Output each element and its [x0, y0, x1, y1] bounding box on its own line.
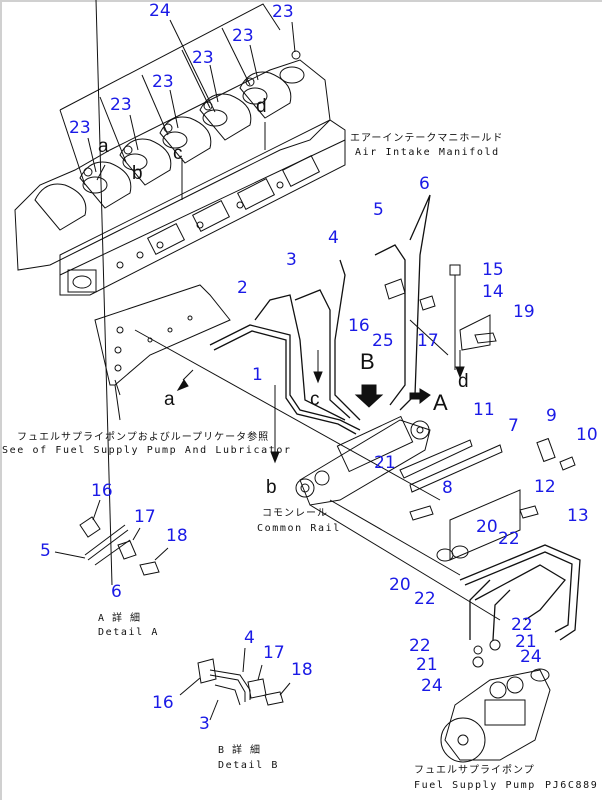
part-callout-20: 20	[476, 517, 498, 537]
reference-arrows	[96, 122, 465, 464]
part-callout-4: 4	[328, 228, 339, 248]
part-callout-24: 24	[149, 1, 171, 21]
callout-bracket-lines	[59, 3, 296, 186]
detail-b-callout-4: 4	[244, 628, 255, 648]
air-intake-manifold	[59, 119, 346, 296]
part-callout-23: 23	[192, 48, 214, 68]
rail-bracket-parts	[384, 264, 576, 561]
ref-letter-c: c	[173, 143, 183, 164]
detail-a-callout-18: 18	[166, 526, 188, 546]
drawing-code: PJ6C889	[545, 780, 599, 791]
part-callout-1: 1	[252, 365, 263, 385]
part-callout-15: 15	[482, 260, 504, 280]
part-callout-17: 17	[417, 331, 439, 351]
part-callout-23: 23	[152, 72, 174, 92]
air-intake-manifold-caption-jp: エアーインテークマニホールド	[350, 133, 504, 144]
part-callout-22: 22	[511, 615, 533, 635]
part-callout-24: 24	[421, 676, 443, 696]
ref-letter-a: a	[98, 136, 109, 157]
part-callout-25: 25	[372, 331, 394, 351]
ref-letter-c: c	[310, 389, 320, 410]
cylinder-head-assembly	[14, 50, 331, 271]
fuel-supply-pump-caption-jp: フュエルサプライポンプ	[414, 765, 535, 776]
see-fuel-pump-caption-jp: フュエルサプライポンプおよびループリケータ参照	[17, 432, 270, 443]
detail-a-callout-6: 6	[111, 582, 122, 602]
ref-letter-d: d	[458, 371, 469, 392]
part-callout-22: 22	[414, 589, 436, 609]
air-intake-manifold-caption-en: Air Intake Manifold	[355, 147, 500, 158]
view-label-B: B	[360, 349, 375, 374]
detail-a-callout-17: 17	[134, 507, 156, 527]
part-callout-11: 11	[473, 400, 495, 420]
part-callout-23: 23	[69, 118, 91, 138]
part-callout-23: 23	[232, 26, 254, 46]
part-callout-22: 22	[409, 636, 431, 656]
detail-a-drawing	[54, 0, 169, 586]
part-callout-20: 20	[389, 575, 411, 595]
part-callout-24: 24	[520, 647, 542, 667]
ref-letter-b: b	[132, 163, 143, 184]
part-callout-10: 10	[576, 425, 598, 445]
part-callout-8: 8	[442, 478, 453, 498]
part-callout-23: 23	[272, 2, 294, 22]
detail-b-callout-17: 17	[263, 643, 285, 663]
ref-letter-d: d	[256, 96, 267, 117]
fuel-injection-pipes	[209, 194, 431, 435]
part-callout-9: 9	[546, 406, 557, 426]
detail-b-drawing	[179, 647, 291, 721]
common-rail-caption-en: Common Rail	[257, 523, 341, 534]
part-callout-2: 2	[237, 278, 248, 298]
part-callout-5: 5	[373, 200, 384, 220]
detail-b-callout-18: 18	[291, 660, 313, 680]
part-callout-13: 13	[567, 506, 589, 526]
part-callout-14: 14	[482, 282, 504, 302]
detail-b-caption-jp: B 詳 細	[218, 745, 262, 756]
part-callout-22: 22	[498, 529, 520, 549]
part-callout-21: 21	[416, 655, 438, 675]
pump-bracket-plate	[94, 284, 441, 501]
fuel-supply-pump-caption-en: Fuel Supply Pump	[414, 780, 536, 791]
part-callout-12: 12	[534, 477, 556, 497]
detail-a-callout-5: 5	[40, 541, 51, 561]
detail-a-caption-en: Detail A	[98, 627, 159, 638]
detail-b-callout-3: 3	[199, 714, 210, 734]
detail-a-caption-jp: A 詳 細	[98, 613, 142, 624]
part-callout-3: 3	[286, 250, 297, 270]
view-label-A: A	[433, 390, 448, 415]
part-callout-21: 21	[374, 453, 396, 473]
ref-letter-a: a	[164, 389, 175, 410]
part-callout-23: 23	[110, 95, 132, 115]
part-callout-7: 7	[508, 416, 519, 436]
fuel-supply-pump	[440, 668, 551, 763]
common-rail	[295, 415, 501, 621]
ref-letter-b: b	[266, 477, 277, 498]
part-callout-21: 21	[515, 632, 537, 652]
part-callout-16: 16	[348, 316, 370, 336]
part-callout-6: 6	[419, 174, 430, 194]
see-fuel-pump-caption-en: See of Fuel Supply Pump And Lubricator	[2, 445, 292, 456]
pump-delivery-pipes	[459, 544, 581, 641]
detail-b-callout-16: 16	[152, 693, 174, 713]
part-callout-19: 19	[513, 302, 535, 322]
detail-a-callout-16: 16	[91, 481, 113, 501]
detail-b-caption-en: Detail B	[218, 760, 279, 771]
common-rail-caption-jp: コモンレール	[262, 508, 328, 519]
pump-connectors	[436, 545, 501, 668]
